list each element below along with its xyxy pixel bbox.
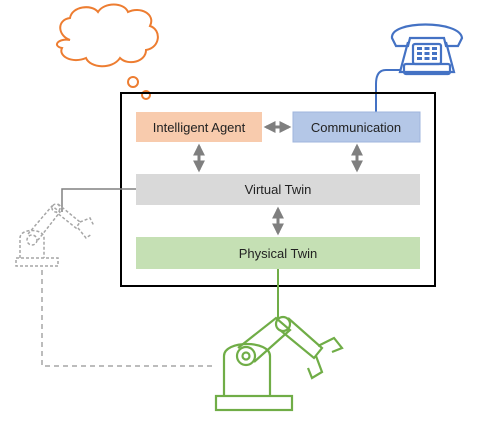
communication-label: Communication <box>311 120 401 135</box>
robot-arm-icon <box>214 315 344 412</box>
intelligent-agent-box: Intelligent Agent <box>136 112 262 142</box>
virtual-arm-connector <box>61 188 136 212</box>
physical-twin-box: Physical Twin <box>136 237 420 269</box>
robot-arm-icon <box>15 203 95 267</box>
physical-twin-label: Physical Twin <box>239 246 318 261</box>
virtual-twin-box: Virtual Twin <box>136 174 420 205</box>
thought-cloud-icon <box>55 3 159 100</box>
telephone-icon <box>390 23 464 76</box>
virtual-twin-label: Virtual Twin <box>245 182 312 197</box>
intelligent-agent-label: Intelligent Agent <box>153 120 246 135</box>
telephone-connector <box>375 69 400 112</box>
virtual-physical-link <box>41 270 216 367</box>
communication-box: Communication <box>292 111 421 143</box>
